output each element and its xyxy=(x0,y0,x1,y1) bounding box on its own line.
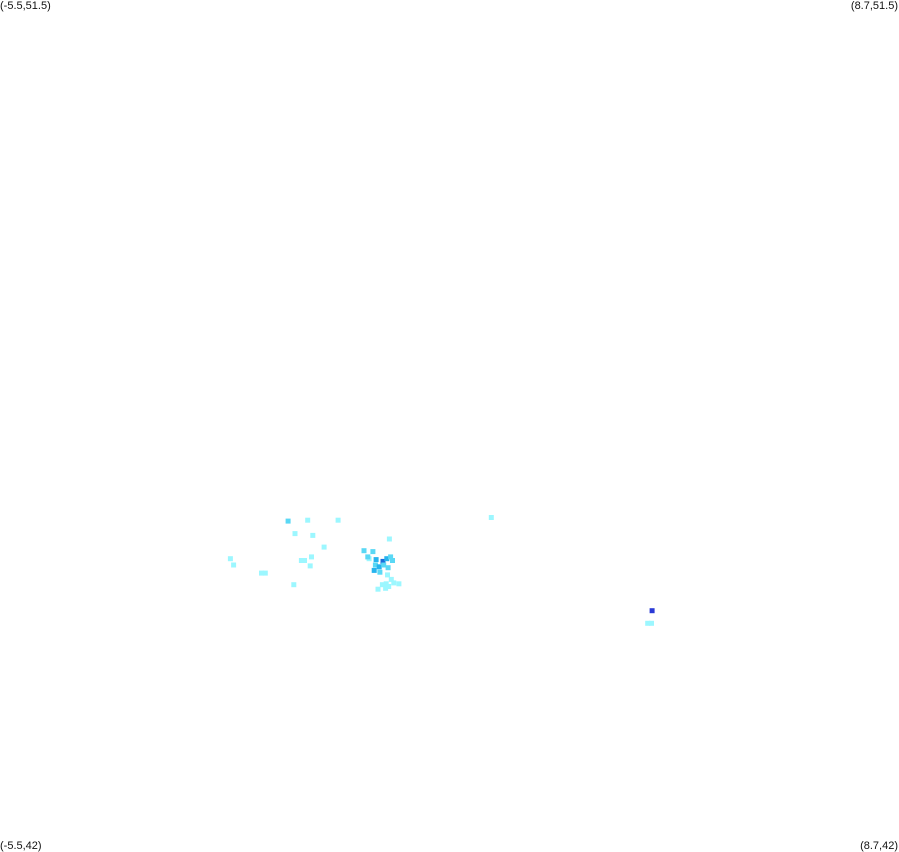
density-cell xyxy=(385,565,391,571)
density-cell xyxy=(292,531,298,537)
density-cell xyxy=(388,554,394,560)
density-cell xyxy=(388,576,394,582)
density-cell xyxy=(376,564,382,570)
density-cell xyxy=(649,620,654,626)
density-cell xyxy=(309,554,314,560)
density-cell xyxy=(375,586,381,592)
density-cell xyxy=(291,582,297,588)
density-cell xyxy=(383,581,389,587)
density-cell xyxy=(231,562,237,568)
density-cell xyxy=(380,558,386,564)
density-cell xyxy=(383,585,389,591)
density-cell xyxy=(321,544,327,550)
density-cell xyxy=(262,570,268,576)
density-cell xyxy=(377,569,383,575)
density-cell xyxy=(335,517,341,523)
corner-label-bottom-right: (8.7,42) xyxy=(860,840,898,852)
density-cell xyxy=(361,548,367,554)
density-cell xyxy=(386,536,392,542)
density-cell xyxy=(649,608,655,614)
density-cell xyxy=(373,557,379,563)
density-cell xyxy=(371,567,377,573)
density-cell xyxy=(227,556,233,562)
density-cell xyxy=(391,580,397,586)
density-cell xyxy=(302,558,307,563)
density-cell xyxy=(365,554,371,560)
density-cell xyxy=(488,515,494,520)
corner-label-bottom-left: (-5.5,42) xyxy=(0,840,42,852)
density-cell xyxy=(372,562,378,568)
density-cell xyxy=(259,570,264,576)
density-cell xyxy=(370,549,376,555)
density-cell xyxy=(379,582,385,588)
density-cell xyxy=(396,581,402,587)
density-cell xyxy=(386,584,392,589)
density-cell xyxy=(305,517,311,523)
density-cell xyxy=(285,518,291,524)
corner-label-top-right: (8.7,51.5) xyxy=(850,0,898,12)
density-cell xyxy=(390,558,395,563)
density-cell xyxy=(645,620,651,626)
density-cell xyxy=(310,532,316,538)
density-cell xyxy=(307,563,313,569)
density-cell xyxy=(385,572,390,578)
corner-label-top-left: (-5.5,51.5) xyxy=(0,0,51,12)
density-cell xyxy=(381,562,387,568)
density-cell xyxy=(384,556,390,562)
density-cell xyxy=(298,558,304,563)
